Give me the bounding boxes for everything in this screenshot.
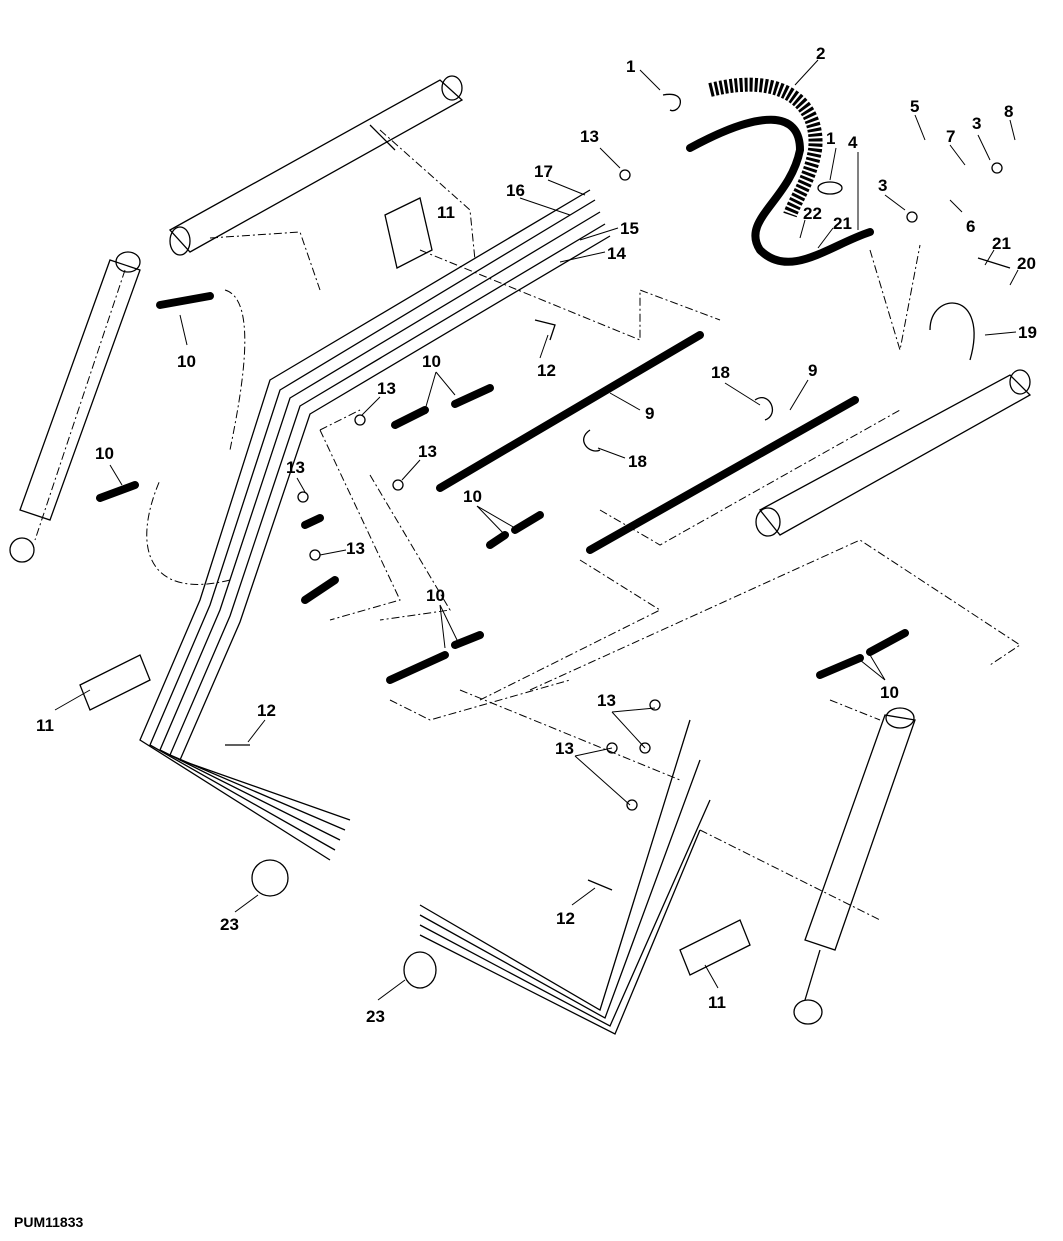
callout-label: 12	[537, 361, 556, 380]
figure-id: PUM11833	[14, 1214, 84, 1230]
cylinder-upper-left	[168, 75, 464, 256]
callout-label: 13	[597, 691, 616, 710]
callout-label: 19	[1018, 323, 1037, 342]
callout-label: 10	[422, 352, 441, 371]
bolts-item-12	[225, 257, 1011, 891]
callout-label: 7	[946, 127, 956, 146]
callout-label: 13	[580, 127, 599, 146]
callout-label: 9	[645, 404, 655, 423]
callout-label: 3	[878, 176, 888, 195]
callout-label: 8	[1004, 102, 1014, 121]
callout-label: 16	[506, 181, 525, 200]
callout-label: 14	[607, 244, 626, 263]
callout-label: 11	[437, 203, 455, 222]
callout-label: 9	[808, 361, 818, 380]
callout-label: 10	[95, 444, 114, 463]
callout-label: 18	[711, 363, 730, 382]
callout-label: 11	[708, 993, 726, 1012]
callout-label: 10	[426, 586, 445, 605]
braided-sleeve-item-2	[708, 77, 823, 218]
tube-bundle-right	[419, 719, 711, 1035]
callout-label: 13	[286, 458, 305, 477]
callout-label: 10	[880, 683, 899, 702]
callout-label: 22	[803, 204, 822, 223]
cylinder-left	[9, 251, 141, 563]
callout-label: 17	[534, 162, 553, 181]
callout-label: 2	[816, 44, 826, 63]
clamp-blocks-item-11	[79, 197, 751, 976]
callout-label: 15	[620, 219, 639, 238]
callout-label: 21	[833, 214, 852, 233]
short-hoses-item-10	[96, 292, 909, 684]
hose-item-9-lower	[586, 396, 859, 554]
callout-label: 13	[377, 379, 396, 398]
callout-label: 23	[366, 1007, 385, 1026]
callout-label: 20	[1017, 254, 1036, 273]
callout-label: 10	[463, 487, 482, 506]
callout-label: 10	[177, 352, 196, 371]
cylinder-lower-right	[793, 707, 916, 1025]
tube-bundle-left	[139, 189, 611, 861]
dashed-assembly-lines	[146, 129, 1021, 921]
callout-label: 21	[992, 234, 1011, 253]
callout-label: 3	[972, 114, 982, 133]
callout-label: 12	[257, 701, 276, 720]
clamps	[251, 93, 975, 989]
leader-lines	[54, 59, 1019, 1001]
callout-label: 12	[556, 909, 575, 928]
hose-item-4	[686, 115, 874, 266]
callout-label: 13	[555, 739, 574, 758]
hose-item-9-upper	[436, 331, 704, 492]
callout-label: 6	[966, 217, 976, 236]
callout-label: 4	[848, 133, 858, 152]
callout-label: 11	[36, 716, 54, 735]
callout-label: 13	[418, 442, 437, 461]
callout-label: 1	[826, 129, 836, 148]
callout-label: 1	[626, 57, 636, 76]
cylinder-right	[755, 369, 1032, 537]
callout-label: 18	[628, 452, 647, 471]
o-rings-item-13	[297, 162, 1003, 811]
callout-label: 23	[220, 915, 239, 934]
callout-label: 13	[346, 539, 365, 558]
callout-label: 5	[910, 97, 920, 116]
